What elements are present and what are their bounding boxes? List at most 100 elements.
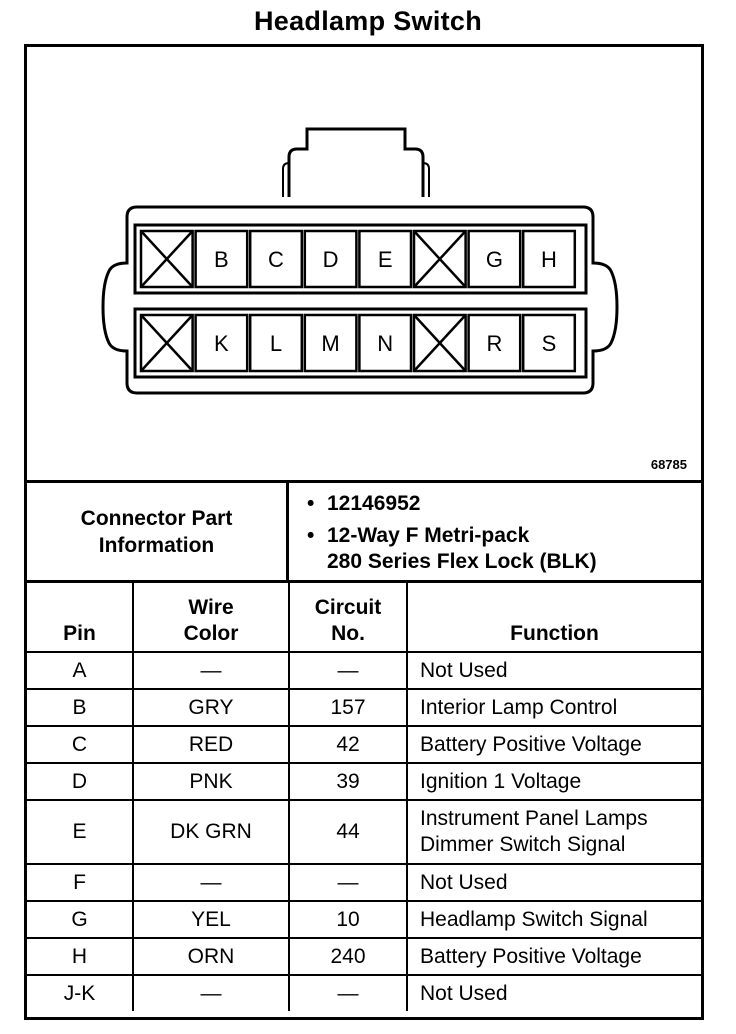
circuit-cell: — — [288, 974, 408, 1011]
function-cell: Not Used — [406, 651, 701, 690]
cavity-label-r: R — [486, 331, 502, 356]
part-description-line1: 12-Way F Metri-pack — [327, 524, 530, 547]
header-pin: Pin — [27, 580, 134, 653]
wire-color-cell: RED — [132, 725, 290, 764]
table-row: J-K — — Not Used — [27, 974, 701, 1011]
blocked-cavity-x — [140, 314, 194, 372]
function-cell: Headlamp Switch Signal — [406, 900, 701, 939]
cavity-r — [467, 313, 522, 373]
part-info-label-line2: Information — [98, 533, 215, 557]
connector-svg: B C D E G H K L M N R S — [101, 127, 619, 395]
function-cell: Ignition 1 Voltage — [406, 762, 701, 801]
part-info: Connector Part Information • 12146952 • … — [27, 480, 701, 580]
pin-cell: G — [27, 900, 134, 939]
table-row: B GRY 157 Interior Lamp Control — [27, 688, 701, 727]
cavity-label-k: K — [214, 331, 229, 356]
function-line2: Dimmer Switch Signal — [420, 833, 626, 856]
cavity-label-l: L — [270, 331, 282, 356]
function-cell: Battery Positive Voltage — [406, 725, 701, 764]
blocked-cavity-x — [140, 230, 194, 288]
cavity-c — [248, 229, 304, 289]
table-row: A — — Not Used — [27, 651, 701, 690]
cavity-label-d: D — [323, 247, 339, 272]
wire-color-cell: GRY — [132, 688, 290, 727]
connector-diagram: B C D E G H K L M N R S 68785 — [27, 47, 701, 479]
part-description-row: • 12-Way F Metri-pack 280 Series Flex Lo… — [307, 523, 701, 575]
cavity-label-n: N — [377, 331, 393, 356]
function-line1: Instrument Panel Lamps — [420, 807, 648, 830]
cavity-label-g: G — [486, 247, 503, 272]
pin-cell: F — [27, 863, 134, 902]
part-info-label: Connector Part Information — [27, 483, 289, 580]
cavity-label-e: E — [378, 247, 393, 272]
connector-latch — [287, 127, 425, 197]
circuit-cell: 39 — [288, 762, 408, 801]
circuit-cell: 10 — [288, 900, 408, 939]
circuit-cell: 42 — [288, 725, 408, 764]
figure-number: 68785 — [650, 457, 687, 472]
function-cell: Battery Positive Voltage — [406, 937, 701, 976]
circuit-cell: — — [288, 863, 408, 902]
row2-frame — [133, 307, 588, 379]
function-cell: Not Used — [406, 863, 701, 902]
cavity-label-m: M — [321, 331, 339, 356]
wire-color-cell: — — [132, 651, 290, 690]
wire-color-cell: DK GRN — [132, 799, 290, 865]
wire-color-cell: PNK — [132, 762, 290, 801]
wire-color-cell: YEL — [132, 900, 290, 939]
wire-color-cell: — — [132, 863, 290, 902]
pin-cell: J-K — [27, 974, 134, 1011]
part-info-values: • 12146952 • 12-Way F Metri-pack 280 Ser… — [289, 483, 701, 580]
table-row: E DK GRN 44 Instrument Panel Lamps Dimme… — [27, 799, 701, 865]
circuit-cell: — — [288, 651, 408, 690]
function-cell: Not Used — [406, 974, 701, 1011]
wire-color-cell: ORN — [132, 937, 290, 976]
bullet: • — [307, 524, 315, 547]
cavity-label-h: H — [541, 247, 557, 272]
function-cell: Instrument Panel Lamps Dimmer Switch Sig… — [406, 799, 701, 865]
pin-cell: B — [27, 688, 134, 727]
cavity-d — [303, 229, 358, 289]
cavity-h — [521, 229, 577, 289]
table-row: H ORN 240 Battery Positive Voltage — [27, 937, 701, 976]
pin-cell: C — [27, 725, 134, 764]
function-cell: Interior Lamp Control — [406, 688, 701, 727]
row1-frame — [133, 223, 588, 295]
table-row: C RED 42 Battery Positive Voltage — [27, 725, 701, 764]
header-function: Function — [406, 580, 701, 653]
table-row: G YEL 10 Headlamp Switch Signal — [27, 900, 701, 939]
pin-cell: E — [27, 799, 134, 865]
cavity-label-s: S — [542, 331, 557, 356]
part-description-line2: 280 Series Flex Lock (BLK) — [327, 550, 597, 573]
cavity-s — [521, 313, 577, 373]
table-row: F — — Not Used — [27, 863, 701, 902]
cavity-label-c: C — [268, 247, 284, 272]
cavity-e — [358, 229, 413, 289]
circuit-cell: 157 — [288, 688, 408, 727]
wire-color-cell: — — [132, 974, 290, 1011]
circuit-cell: 240 — [288, 937, 408, 976]
pin-cell: H — [27, 937, 134, 976]
cavity-label-b: B — [214, 247, 229, 272]
cavity-b — [194, 229, 249, 289]
cavity-n — [358, 313, 413, 373]
blocked-cavity-x — [413, 230, 467, 288]
cavity-k — [194, 313, 249, 373]
cavity-l — [248, 313, 304, 373]
cavity-g — [467, 229, 522, 289]
bullet: • — [307, 492, 315, 515]
part-number-row: • 12146952 — [307, 491, 701, 517]
pin-cell: D — [27, 762, 134, 801]
cavity-m — [303, 313, 358, 373]
blocked-cavity-x — [413, 314, 467, 372]
part-number: 12146952 — [327, 492, 421, 515]
table-row: D PNK 39 Ignition 1 Voltage — [27, 762, 701, 801]
pin-cell: A — [27, 651, 134, 690]
